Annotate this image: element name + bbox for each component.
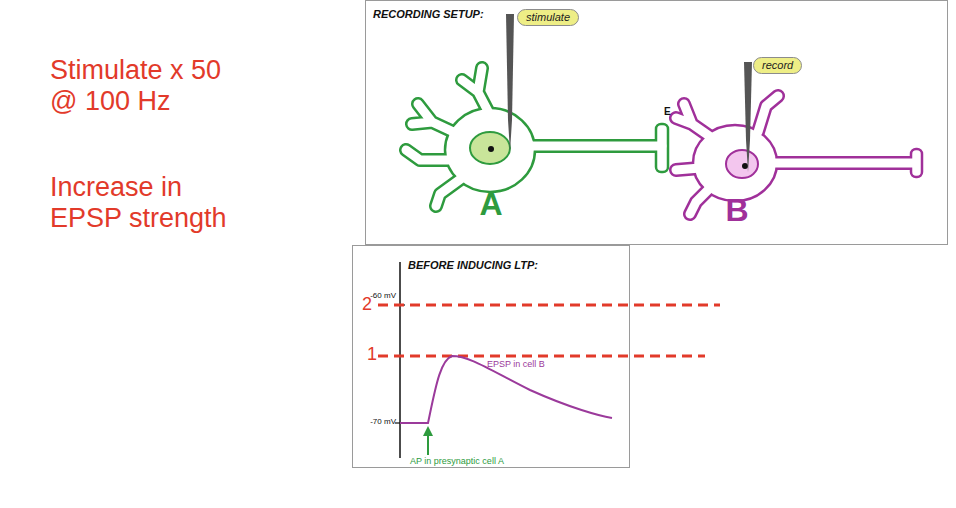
electrode-label: stimulate	[517, 9, 579, 26]
result-note: Increase in EPSP strength	[50, 172, 250, 234]
epsp-trace	[400, 356, 612, 423]
nucleus-b	[726, 150, 758, 178]
neuron-b-outline	[676, 96, 915, 214]
nucleolus-b	[742, 163, 748, 169]
electrode-label: record	[753, 57, 802, 74]
neuron-label: B	[701, 193, 773, 227]
protocol-note: Stimulate x 50 @ 100 Hz	[50, 55, 250, 117]
threshold-number: 2	[362, 295, 372, 315]
stimulus-arrowhead	[423, 426, 433, 436]
panel-title: BEFORE INDUCING LTP:	[408, 259, 538, 271]
synapse-label: E	[664, 106, 671, 117]
stimulating-electrode	[506, 14, 514, 152]
cell-letter: A	[455, 187, 527, 221]
neuron-b	[676, 96, 922, 214]
neuron-label: A	[455, 187, 527, 221]
threshold-line-1	[378, 355, 705, 358]
axis-value: -70 mV	[360, 418, 396, 427]
panel-title: RECORDING SETUP:	[373, 8, 484, 20]
neuron-a	[406, 68, 668, 206]
nucleolus-a	[488, 146, 494, 152]
threshold-line-2	[378, 304, 720, 307]
neuron-a-outline	[406, 68, 661, 206]
electrode-name: record	[762, 58, 793, 73]
cell-letter: B	[701, 193, 773, 227]
electrode-name: stimulate	[526, 10, 570, 25]
threshold-number: 1	[367, 345, 377, 365]
stimulus-arrow	[427, 434, 429, 455]
recording-electrode	[744, 62, 752, 172]
nucleus-a	[470, 132, 510, 164]
graph-panel: BEFORE INDUCING LTP:	[352, 245, 630, 468]
stimulus-label: AP in presynaptic cell A	[410, 457, 504, 467]
neuron-b-fill	[676, 96, 913, 214]
trace-label: EPSP in cell B	[487, 360, 545, 370]
voltage-axis	[399, 262, 401, 458]
setup-panel: RECORDING SETUP: stimulateArecordB	[365, 0, 948, 245]
neuron-a-fill	[406, 68, 662, 206]
